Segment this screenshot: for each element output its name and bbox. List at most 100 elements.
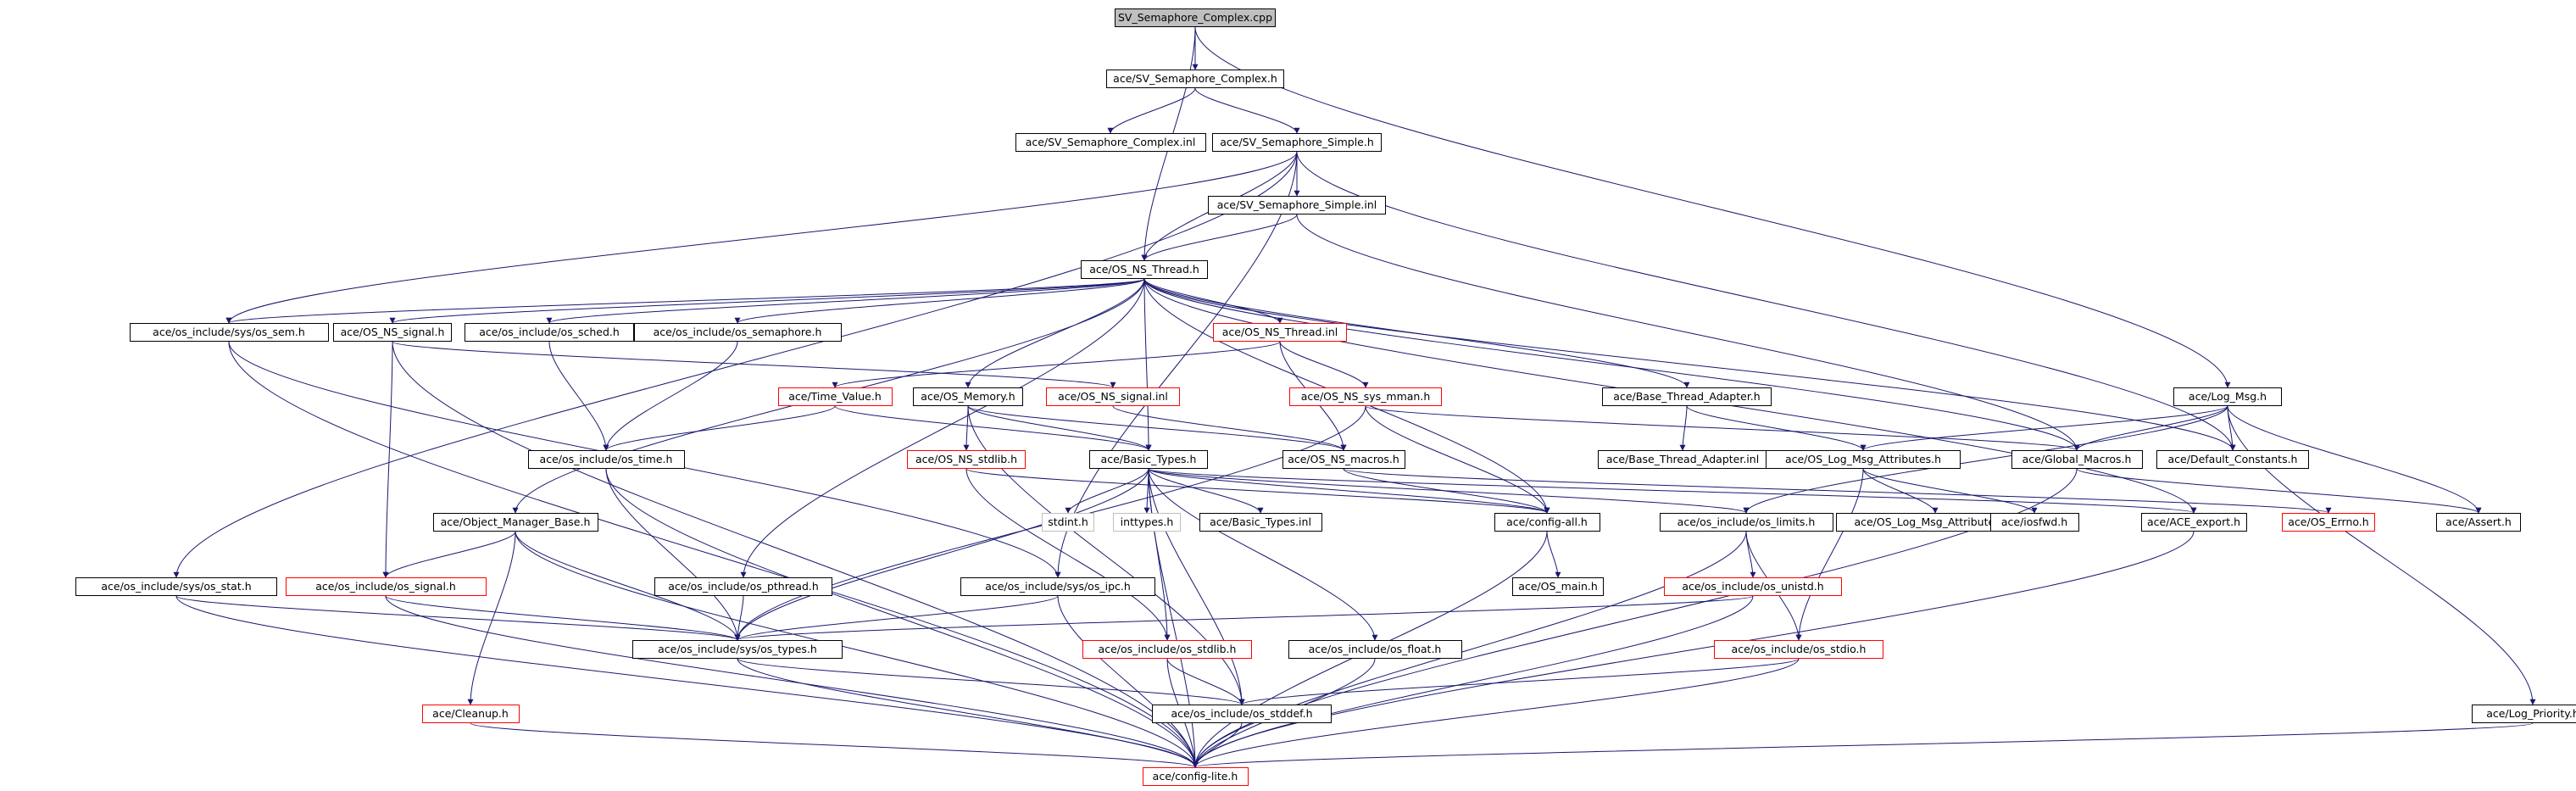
- edge-osnssysmman-to-config-all: [1365, 405, 1550, 514]
- node-osnssignal-h[interactable]: ace/OS_NS_signal.h: [333, 323, 452, 342]
- node-sys-types[interactable]: ace/os_include/sys/os_types.h: [632, 640, 843, 659]
- node-osnsthread-h[interactable]: ace/OS_NS_Thread.h: [1081, 260, 1208, 279]
- edge-osnsthread-h-to-basic-types-h: [1143, 278, 1152, 451]
- edge-sys-ipc-to-config-lite: [1057, 595, 1199, 768]
- node-os-main[interactable]: ace/OS_main.h: [1512, 577, 1604, 596]
- node-assert[interactable]: ace/Assert.h: [2436, 513, 2521, 532]
- edge-osnsthread-h-to-os-sched: [546, 278, 1145, 324]
- edge-osnsmacros-to-config-all: [1343, 468, 1550, 514]
- edge-log-msg-to-log-priority: [2227, 405, 2536, 705]
- edge-svs-h-to-default-constants: [1296, 151, 2236, 451]
- node-svc-h[interactable]: ace/SV_Semaphore_Complex.h: [1106, 70, 1284, 88]
- edge-svs-inl-to-osnsthread-h: [1141, 214, 1298, 261]
- edge-log-msg-to-os-limits: [1743, 405, 2228, 514]
- node-os-time[interactable]: ace/os_include/os_time.h: [527, 450, 685, 469]
- edge-global-macros-to-assert: [2076, 468, 2482, 514]
- edge-base-thread-adapter-h-to-base-thread-adapter-inl: [1679, 405, 1688, 451]
- edge-svs-inl-to-global-macros: [1296, 214, 2080, 451]
- edge-config-all-to-os-main: [1546, 531, 1561, 578]
- edge-os-log-msg-attr-h-to-os-stdio: [1795, 468, 1864, 641]
- edge-basic-types-h-to-config-lite: [1148, 468, 1199, 768]
- edge-basic-types-h-to-os-float: [1148, 468, 1378, 641]
- node-default-constants[interactable]: ace/Default_Constants.h: [2156, 450, 2309, 469]
- edge-os-memory-to-osnsstdlib: [963, 405, 970, 451]
- node-cleanup[interactable]: ace/Cleanup.h: [421, 705, 520, 723]
- node-config-all[interactable]: ace/config-all.h: [1494, 513, 1600, 532]
- node-osnssysmman[interactable]: ace/OS_NS_sys_mman.h: [1289, 387, 1442, 406]
- node-os-errno[interactable]: ace/OS_Errno.h: [2282, 513, 2375, 532]
- node-ace-export[interactable]: ace/ACE_export.h: [2140, 513, 2247, 532]
- node-config-lite[interactable]: ace/config-lite.h: [1142, 767, 1249, 786]
- node-os-stddef[interactable]: ace/os_include/os_stddef.h: [1152, 705, 1332, 723]
- node-iosfwd[interactable]: ace/iosfwd.h: [1989, 513, 2079, 532]
- node-global-macros[interactable]: ace/Global_Macros.h: [2011, 450, 2143, 469]
- node-osnsthread-inl[interactable]: ace/OS_NS_Thread.inl: [1213, 323, 1347, 342]
- edge-basic-types-h-to-sys-types: [734, 468, 1149, 641]
- edge-sys-sem-to-config-lite: [228, 341, 1199, 768]
- node-svs-h[interactable]: ace/SV_Semaphore_Simple.h: [1212, 133, 1382, 152]
- node-os-stdio[interactable]: ace/os_include/os_stdio.h: [1714, 640, 1883, 659]
- node-sys-ipc[interactable]: ace/os_include/sys/os_ipc.h: [960, 577, 1155, 596]
- node-os-limits[interactable]: ace/os_include/os_limits.h: [1659, 513, 1833, 532]
- edge-basic-types-h-to-basic-types-inl: [1148, 468, 1264, 514]
- node-base-thread-adapter-h[interactable]: ace/Base_Thread_Adapter.h: [1602, 387, 1772, 406]
- edge-osnsthread-h-to-os-memory: [965, 278, 1145, 388]
- edge-osnsstdlib-to-os-stdlib: [965, 468, 1171, 641]
- node-basic-types-inl[interactable]: ace/Basic_Types.inl: [1199, 513, 1322, 532]
- edge-log-msg-to-global-macros: [2073, 405, 2228, 451]
- edge-os-signal-to-config-lite: [385, 595, 1199, 768]
- edge-osnsthread-inl-to-osnssysmman: [1279, 341, 1369, 388]
- node-svs-inl[interactable]: ace/SV_Semaphore_Simple.inl: [1208, 196, 1386, 214]
- node-base-thread-adapter-inl[interactable]: ace/Base_Thread_Adapter.inl: [1598, 450, 1767, 469]
- edge-osnsmacros-to-os-errno: [1343, 468, 2332, 514]
- node-log-priority[interactable]: ace/Log_Priority.h: [2471, 705, 2576, 723]
- edge-os-stdlib-to-os-stddef: [1166, 658, 1245, 705]
- node-os-sched[interactable]: ace/os_include/os_sched.h: [465, 323, 634, 342]
- node-stdint: stdint.h: [1042, 513, 1094, 532]
- edge-object-manager-base-to-sys-types: [515, 531, 741, 641]
- edge-osnsthread-h-to-default-constants: [1143, 278, 2236, 451]
- node-os-stdlib[interactable]: ace/os_include/os_stdlib.h: [1082, 640, 1252, 659]
- edge-os-stddef-to-config-lite: [1192, 722, 1243, 768]
- edge-sys-types-to-config-lite: [737, 658, 1199, 768]
- node-os-semaphore[interactable]: ace/os_include/os_semaphore.h: [633, 323, 842, 342]
- node-os-pthread[interactable]: ace/os_include/os_pthread.h: [654, 577, 832, 596]
- node-osnssignal-inl[interactable]: ace/OS_NS_signal.inl: [1046, 387, 1180, 406]
- node-os-log-msg-attr-inl[interactable]: ace/OS_Log_Msg_Attributes.inl: [1835, 513, 2035, 532]
- edge-os-log-msg-attr-h-to-os-log-msg-attr-inl: [1862, 468, 1939, 514]
- node-sys-sem[interactable]: ace/os_include/sys/os_sem.h: [129, 323, 329, 342]
- edge-time-value-to-basic-types-h: [834, 405, 1152, 451]
- edge-osnsthread-h-to-osnsthread-inl: [1143, 278, 1283, 324]
- node-osnsstdlib[interactable]: ace/OS_NS_stdlib.h: [907, 450, 1026, 469]
- edge-os-log-msg-attr-h-to-iosfwd: [1862, 468, 2038, 514]
- edge-ace-export-to-config-lite: [1192, 531, 2195, 768]
- edge-osnsthread-h-to-os-semaphore: [734, 278, 1145, 324]
- node-os-log-msg-attr-h[interactable]: ace/OS_Log_Msg_Attributes.h: [1766, 450, 1961, 469]
- node-os-unistd[interactable]: ace/os_include/os_unistd.h: [1664, 577, 1842, 596]
- edge-base-thread-adapter-h-to-os-log-msg-attr-h: [1686, 405, 1867, 451]
- node-osnsmacros[interactable]: ace/OS_NS_macros.h: [1282, 450, 1405, 469]
- edge-os-signal-to-sys-types: [385, 595, 741, 641]
- node-basic-types-h[interactable]: ace/Basic_Types.h: [1089, 450, 1208, 469]
- edge-os-semaphore-to-os-time: [603, 341, 738, 451]
- node-sys-stat[interactable]: ace/os_include/sys/os_stat.h: [75, 577, 277, 596]
- node-time-value[interactable]: ace/Time_Value.h: [777, 387, 893, 406]
- edge-log-priority-to-config-lite: [1193, 722, 2534, 768]
- node-object-manager-base[interactable]: ace/Object_Manager_Base.h: [432, 513, 598, 532]
- edge-osnsthread-h-to-sys-sem: [225, 278, 1145, 324]
- node-log-msg[interactable]: ace/Log_Msg.h: [2173, 387, 2282, 406]
- edge-osnsstdlib-to-config-all: [965, 468, 1550, 514]
- edge-basic-types-h-to-stdint: [1065, 468, 1149, 514]
- edge-os-memory-to-osnsmacros: [967, 405, 1347, 451]
- node-svc-inl[interactable]: ace/SV_Semaphore_Complex.inl: [1015, 133, 1206, 152]
- node-inttypes: inttypes.h: [1113, 513, 1181, 532]
- edge-osnssysmman-to-global-macros: [1365, 405, 2080, 451]
- node-root: SV_Semaphore_Complex.cpp: [1115, 8, 1276, 27]
- edge-sys-types-to-os-stddef: [737, 658, 1245, 705]
- node-os-float[interactable]: ace/os_include/os_float.h: [1288, 640, 1462, 659]
- node-os-signal[interactable]: ace/os_include/os_signal.h: [285, 577, 487, 596]
- edge-osnsthread-inl-to-time-value: [832, 341, 1281, 388]
- edge-log-msg-to-assert: [2227, 405, 2482, 514]
- node-os-memory[interactable]: ace/OS_Memory.h: [913, 387, 1023, 406]
